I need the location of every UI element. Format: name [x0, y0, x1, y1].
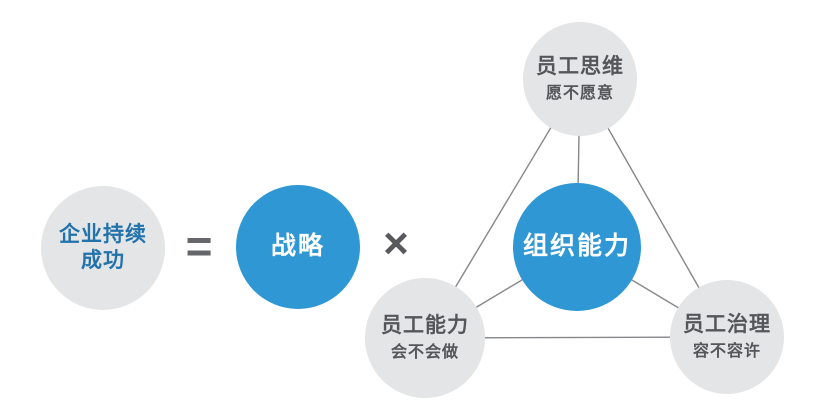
employee-governance-subtitle: 容不容许 [692, 342, 761, 360]
multiply-sign: × [383, 219, 409, 268]
employee-mindset-title: 员工思维 [536, 55, 624, 79]
node-strategy: 战略 [236, 185, 360, 309]
enterprise-success-line1: 企业持续 [59, 222, 147, 246]
organizational-capability-label: 组织能力 [522, 232, 631, 261]
node-enterprise-success: 企业持续 成功 [41, 186, 165, 310]
node-employee-governance: 员工治理 容不容许 [670, 280, 784, 394]
employee-mindset-subtitle: 愿不愿意 [545, 84, 614, 102]
node-employee-ability: 员工能力 会不会做 [365, 278, 485, 398]
node-organizational-capability: 组织能力 [513, 183, 641, 311]
employee-governance-title: 员工治理 [683, 313, 771, 337]
strategy-label: 战略 [270, 232, 325, 261]
employee-ability-title: 员工能力 [381, 314, 469, 338]
employee-ability-subtitle: 会不会做 [390, 343, 459, 361]
node-employee-mindset: 员工思维 愿不愿意 [523, 22, 637, 136]
enterprise-success-line2: 成功 [81, 249, 125, 272]
equals-sign: = [185, 220, 213, 272]
